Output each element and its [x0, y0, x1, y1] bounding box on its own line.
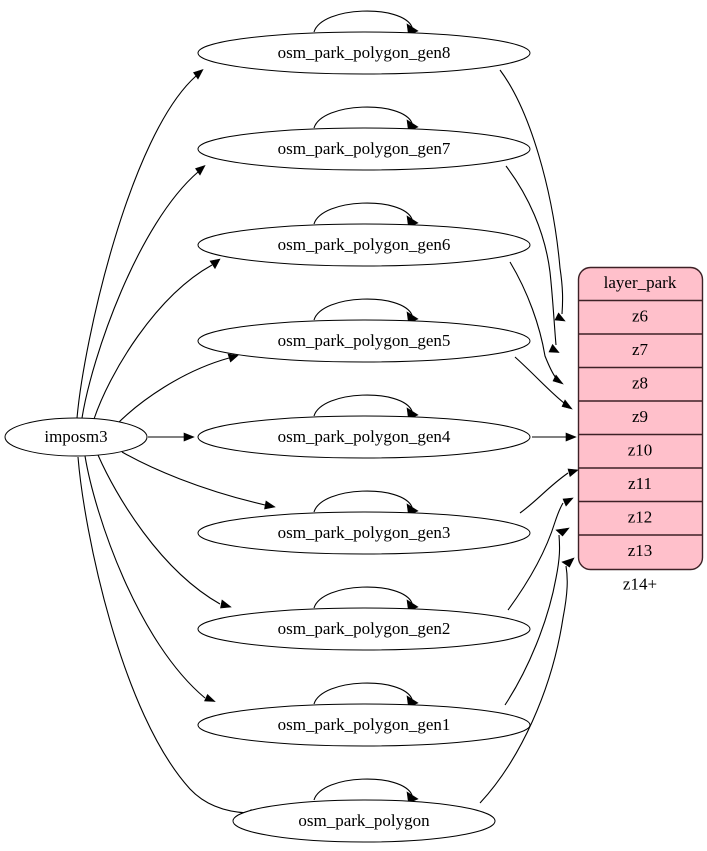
self-loop-gen5	[313, 298, 419, 324]
layer-park-row-z11[interactable]: z11	[628, 474, 652, 493]
node-osm-park-polygon-gen5-label: osm_park_polygon_gen5	[278, 331, 451, 350]
edge-gen3-to-z11	[519, 468, 579, 514]
layer-park-table[interactable]: layer_park z6 z7 z8 z9 z10 z11 z12 z13 z…	[577, 266, 704, 594]
edge-gen1-to-z13	[504, 527, 570, 706]
self-loop-gen1	[313, 682, 419, 708]
edge-imposm3-to-gen2	[97, 454, 232, 609]
edge-imposm3-to-gen7	[81, 164, 206, 419]
edge-gen2-to-z12	[507, 497, 574, 611]
node-osm-park-polygon-gen3-label: osm_park_polygon_gen3	[278, 523, 451, 542]
self-loop-osm-park-polygon	[313, 778, 419, 804]
node-osm-park-polygon-gen7-label: osm_park_polygon_gen7	[278, 139, 451, 158]
edge-imposm3-to-gen5	[116, 353, 239, 425]
node-osm-park-polygon-gen2[interactable]: osm_park_polygon_gen2	[197, 607, 531, 651]
node-osm-park-polygon-gen3[interactable]: osm_park_polygon_gen3	[197, 511, 531, 555]
layer-park-row-z8[interactable]: z8	[632, 373, 648, 392]
self-loop-gen2	[313, 586, 419, 612]
node-osm-park-polygon-gen8[interactable]: osm_park_polygon_gen8	[197, 31, 531, 75]
node-osm-park-polygon-gen1-label: osm_park_polygon_gen1	[278, 715, 451, 734]
edge-imposm3-to-gen8	[76, 68, 204, 419]
layer-park-row-z9[interactable]: z9	[632, 407, 648, 426]
layer-park-row-z6[interactable]: z6	[632, 306, 648, 325]
layer-park-row-z12[interactable]: z12	[628, 507, 653, 526]
edge-osm-park-polygon-to-z14plus	[479, 557, 575, 804]
layer-park-row-z14plus[interactable]: z14+	[623, 574, 657, 593]
edge-gen7-to-z7	[505, 165, 560, 353]
node-osm-park-polygon-gen7[interactable]: osm_park_polygon_gen7	[197, 127, 531, 171]
node-osm-park-polygon-label: osm_park_polygon	[298, 811, 430, 830]
node-osm-park-polygon-gen5[interactable]: osm_park_polygon_gen5	[197, 319, 531, 363]
edge-gen8-to-z6	[499, 69, 566, 322]
edge-group-nodes-to-layer	[479, 69, 579, 804]
node-osm-park-polygon-gen6[interactable]: osm_park_polygon_gen6	[197, 223, 531, 267]
edge-imposm3-to-gen3	[121, 451, 276, 510]
layer-park-row-z7[interactable]: z7	[632, 340, 649, 359]
edge-imposm3-to-gen6	[93, 258, 221, 420]
node-osm-park-polygon-gen2-label: osm_park_polygon_gen2	[278, 619, 451, 638]
node-imposm3-label: imposm3	[44, 427, 107, 446]
node-osm-park-polygon-gen6-label: osm_park_polygon_gen6	[278, 235, 451, 254]
edge-gen5-to-z9	[514, 356, 573, 410]
node-osm-park-polygon-gen4[interactable]: osm_park_polygon_gen4	[197, 415, 531, 459]
self-loop-gen3	[313, 490, 419, 516]
self-loop-gen8	[313, 10, 419, 36]
self-loop-gen4	[313, 394, 419, 420]
node-osm-park-polygon-gen8-label: osm_park_polygon_gen8	[278, 43, 451, 62]
edge-imposm3-to-gen4	[148, 432, 195, 442]
node-osm-park-polygon-gen4-label: osm_park_polygon_gen4	[278, 427, 451, 446]
self-loop-gen6	[313, 202, 419, 228]
edge-imposm3-to-gen1	[84, 455, 216, 702]
layer-park-row-z10[interactable]: z10	[628, 440, 653, 459]
node-imposm3[interactable]: imposm3	[4, 417, 148, 457]
self-loop-gen7	[313, 106, 419, 132]
layer-park-header-label: layer_park	[604, 273, 677, 292]
edge-gen4-to-z10	[532, 432, 577, 442]
node-osm-park-polygon[interactable]: osm_park_polygon	[232, 799, 496, 843]
edge-group-source-to-nodes	[76, 68, 276, 819]
edge-group-self-loops	[313, 10, 419, 804]
layer-park-row-z13[interactable]: z13	[628, 541, 653, 560]
node-osm-park-polygon-gen1[interactable]: osm_park_polygon_gen1	[197, 703, 531, 747]
edge-gen6-to-z8	[509, 261, 564, 385]
